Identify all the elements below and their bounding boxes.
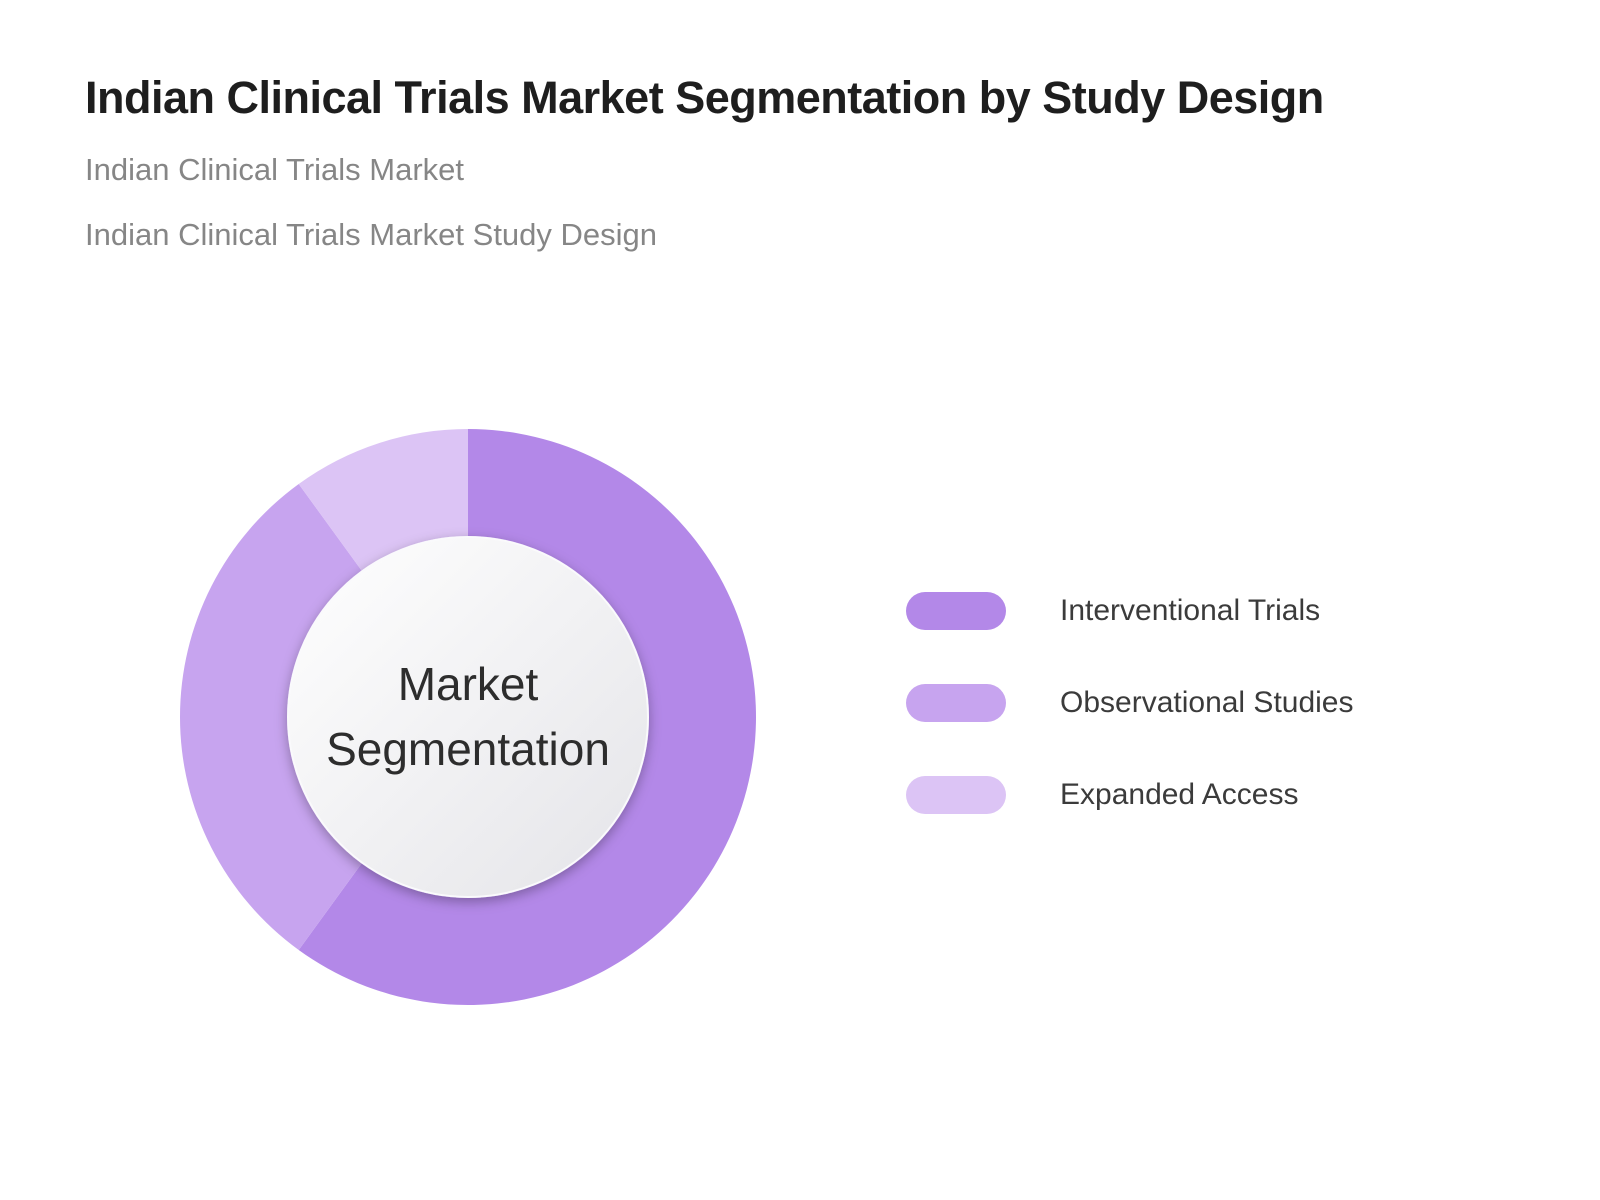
legend-item: Expanded Access xyxy=(906,776,1354,814)
donut-segment-2 xyxy=(179,484,363,950)
donut-segments xyxy=(179,429,756,1005)
donut-chart: Market Segmentation xyxy=(168,417,768,1017)
legend-swatch xyxy=(906,776,1006,814)
donut-segment-1 xyxy=(298,429,756,1005)
subtitle-market: Indian Clinical Trials Market xyxy=(85,152,465,187)
legend-swatch xyxy=(906,684,1006,722)
donut-segment-3 xyxy=(298,429,468,572)
chart-legend: Interventional Trials Observational Stud… xyxy=(906,592,1354,814)
donut-center-circle xyxy=(287,536,649,898)
donut-svg xyxy=(179,429,756,1005)
legend-swatch xyxy=(906,592,1006,630)
page-title: Indian Clinical Trials Market Segmentati… xyxy=(85,72,1324,123)
legend-label: Observational Studies xyxy=(1060,686,1354,719)
legend-label: Expanded Access xyxy=(1060,778,1299,811)
legend-item: Observational Studies xyxy=(906,684,1354,722)
legend-item: Interventional Trials xyxy=(906,592,1354,630)
legend-label: Interventional Trials xyxy=(1060,594,1321,627)
subtitle-study-design: Indian Clinical Trials Market Study Desi… xyxy=(85,217,658,252)
